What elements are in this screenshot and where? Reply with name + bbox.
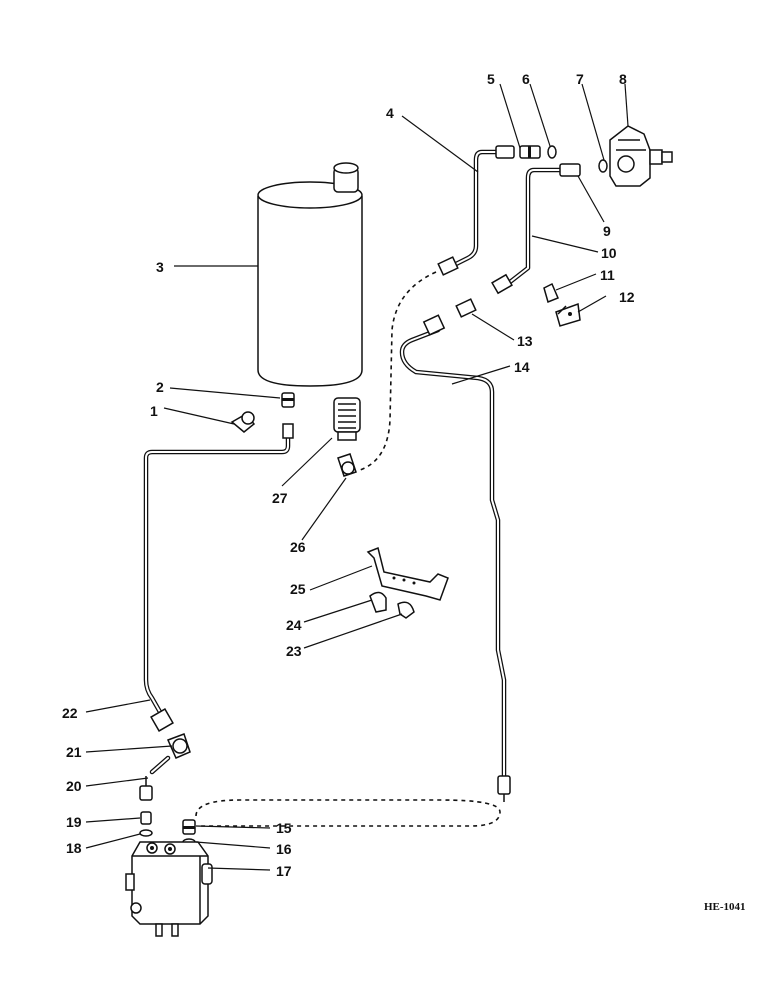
callout-17: 17	[276, 863, 292, 879]
callout-16: 16	[276, 841, 292, 857]
clip-23	[397, 601, 415, 619]
pressure-hose-dashed	[359, 271, 437, 471]
callout-11: 11	[600, 267, 615, 283]
bracket-12	[555, 302, 581, 327]
fitting-15	[182, 819, 196, 835]
fitting-5	[519, 145, 541, 159]
control-valve	[125, 841, 213, 937]
callout-2: 2	[156, 379, 164, 395]
connector-13	[455, 298, 477, 318]
clip-24	[369, 591, 387, 613]
callout-21: 21	[66, 744, 82, 760]
callout-12: 12	[619, 289, 635, 305]
callout-5: 5	[487, 71, 495, 87]
callout-labels: 1 2 3 4 5 6 7 8 9 10 11 12 13 14 15 16 1…	[62, 71, 635, 879]
callout-14: 14	[514, 359, 530, 375]
hydraulic-pump	[609, 125, 673, 187]
elbow-26	[337, 453, 357, 477]
connector-9	[559, 163, 581, 177]
callout-15: 15	[276, 820, 292, 836]
suction-tube	[143, 423, 294, 732]
callout-9: 9	[603, 223, 611, 239]
o-ring-6	[547, 145, 557, 159]
callout-8: 8	[619, 71, 627, 87]
callout-22: 22	[62, 705, 78, 721]
callout-6: 6	[522, 71, 530, 87]
reservoir-tank	[257, 162, 363, 387]
callout-4: 4	[386, 105, 394, 121]
bracket-25	[366, 546, 449, 601]
drawing-code: HE-1041	[704, 901, 746, 913]
leader-lines	[85, 83, 629, 871]
callout-18: 18	[66, 840, 82, 856]
o-ring-18	[139, 829, 153, 837]
return-tube-14	[399, 314, 511, 802]
fitting-19	[140, 811, 152, 825]
adapter-20	[139, 755, 171, 801]
callout-1: 1	[150, 403, 158, 419]
callout-24: 24	[286, 617, 302, 633]
callout-25: 25	[290, 581, 306, 597]
tank-outlet-fitting	[281, 392, 295, 408]
callout-10: 10	[601, 245, 617, 261]
elbow-fitting	[230, 411, 256, 433]
callout-26: 26	[290, 539, 306, 555]
return-hose-dashed	[195, 799, 501, 827]
callout-19: 19	[66, 814, 82, 830]
pressure-tube-4	[437, 145, 515, 276]
o-ring-7	[598, 159, 608, 173]
filter-element	[333, 397, 361, 441]
callout-7: 7	[576, 71, 584, 87]
clip-11	[543, 282, 559, 304]
callout-27: 27	[272, 490, 288, 506]
callout-20: 20	[66, 778, 82, 794]
tube-10	[491, 167, 563, 295]
callout-3: 3	[156, 259, 164, 275]
callout-23: 23	[286, 643, 302, 659]
callout-13: 13	[517, 333, 533, 349]
elbow-21	[166, 733, 191, 759]
